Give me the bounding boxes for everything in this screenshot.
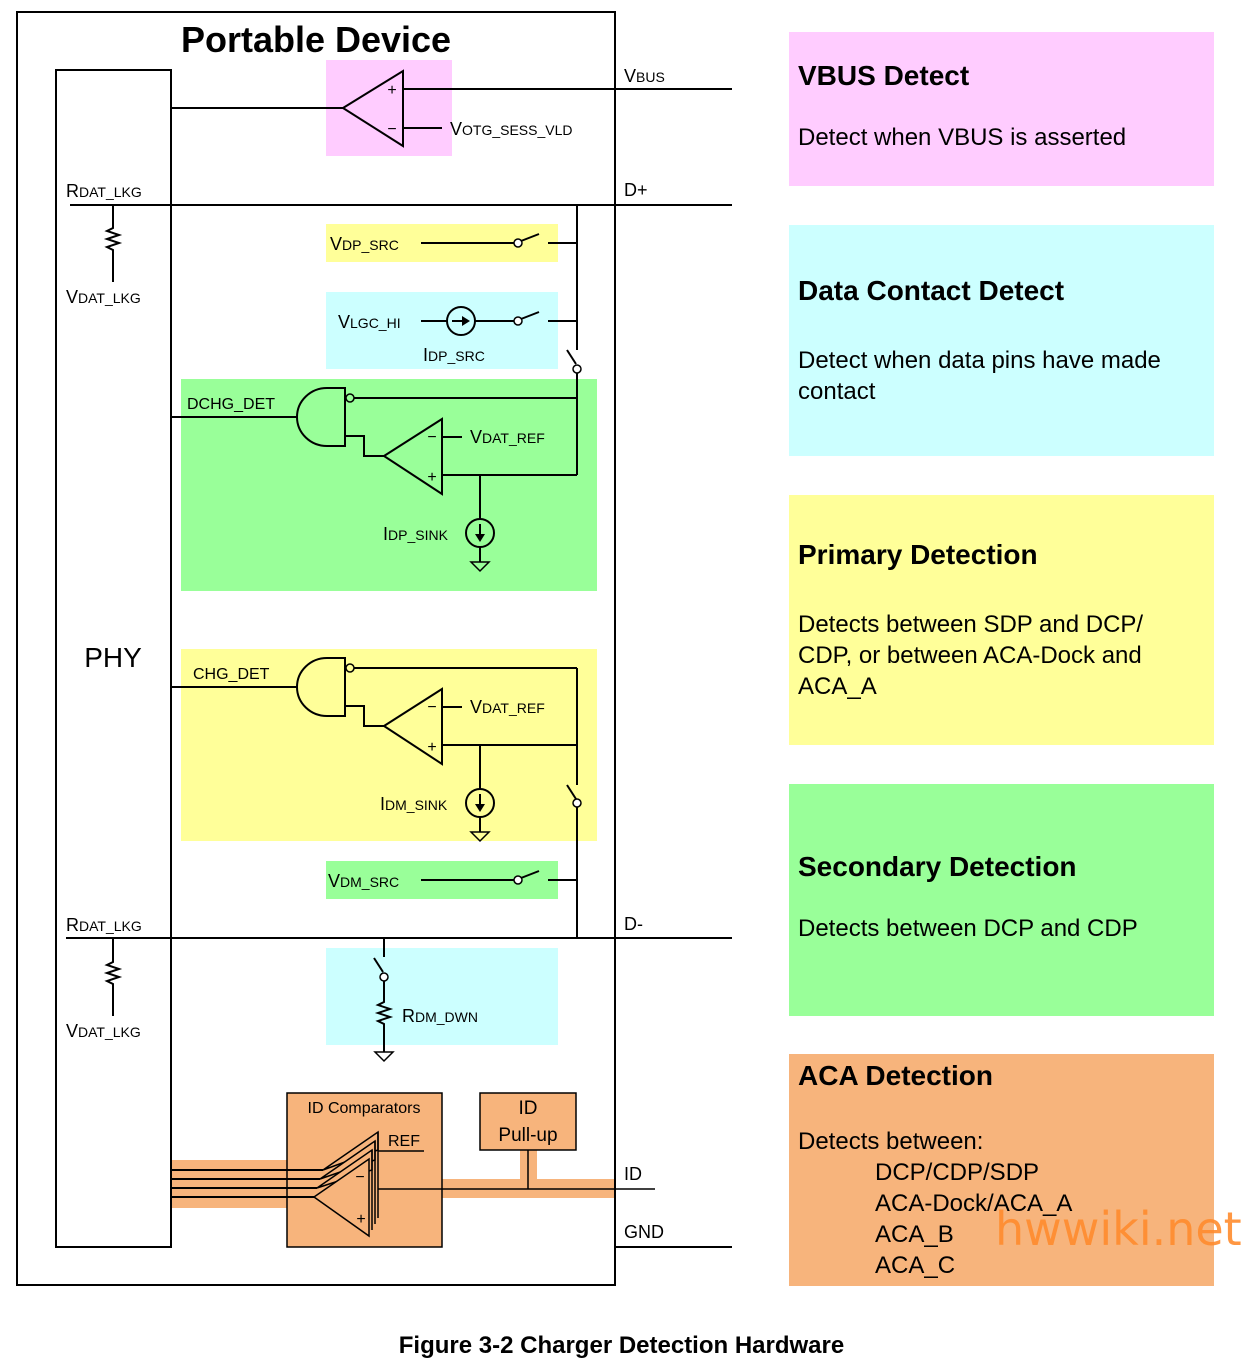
resistor-icon — [374, 981, 394, 1052]
switch-icon — [513, 238, 523, 248]
and-gate-icon — [296, 387, 346, 447]
panel-list-item: DCP/CDP/SDP — [875, 1159, 1040, 1186]
gnd-pin-label: GND — [624, 1222, 664, 1242]
dminus-pin-label: D- — [624, 914, 643, 934]
id-comparators-label: ID Comparators — [308, 1100, 421, 1117]
switch-icon — [513, 316, 523, 326]
panel-text: contact — [798, 378, 876, 405]
vlgc-hi-label: VLGC_HI — [338, 312, 401, 332]
switch-icon — [513, 875, 523, 885]
idp-sink-label: IDP_SINK — [383, 524, 449, 544]
rdat-lkg-bot-label: RDAT_LKG — [66, 915, 142, 935]
panel-text: CDP, or between ACA-Dock and — [798, 642, 1142, 669]
panel-secondary-detection: Secondary Detection Detects between DCP … — [789, 784, 1214, 1016]
vbus-pin-label: VBUS — [624, 66, 665, 86]
panel-list-item: ACA_C — [875, 1252, 956, 1279]
vdat-lkg-top-label: VDAT_LKG — [66, 287, 141, 307]
id-pin-label: ID — [624, 1164, 642, 1184]
portable-device-box — [16, 11, 616, 1286]
id-pullup-box — [479, 1092, 577, 1151]
switch-icon — [572, 798, 582, 808]
ground-icon — [469, 831, 491, 843]
primary-comparator — [382, 687, 443, 766]
minus-sign: − — [387, 121, 396, 138]
vdm-src-label: VDM_SRC — [328, 871, 399, 891]
panel-aca-detection: ACA Detection Detects between: DCP/CDP/S… — [789, 1054, 1214, 1286]
minus-sign: − — [427, 429, 436, 446]
chg-det-label: CHG_DET — [193, 666, 270, 683]
panel-list-item: ACA-Dock/ACA_A — [875, 1190, 1073, 1217]
panel-list-item: ACA_B — [875, 1221, 954, 1248]
plus-sign: + — [427, 469, 436, 486]
resistor-icon — [103, 938, 123, 1016]
switch-icon — [572, 364, 582, 374]
id-bus-band-left — [171, 1160, 287, 1208]
vbus-detect-region — [326, 60, 452, 156]
plus-sign: + — [427, 739, 436, 756]
dcd-comparator — [382, 417, 443, 496]
plus-sign: + — [387, 82, 396, 99]
panel-title: ACA Detection — [798, 1060, 993, 1091]
rdm-dwn-region — [326, 948, 558, 1045]
dplus-pin-label: D+ — [624, 180, 648, 200]
panel-text: Detects between DCP and CDP — [798, 915, 1138, 942]
panel-title: Secondary Detection — [798, 851, 1077, 882]
vbus-comparator — [341, 69, 404, 148]
minus-sign: − — [355, 1169, 364, 1186]
panel-title: Primary Detection — [798, 539, 1038, 570]
and-gate-icon — [296, 657, 346, 717]
vdat-lkg-bot-label: VDAT_LKG — [66, 1021, 141, 1041]
dchg-det-label: DCHG_DET — [187, 396, 275, 413]
panel-vbus-detect: VBUS Detect Detect when VBUS is asserted — [789, 32, 1214, 186]
device-title: Portable Device — [181, 19, 451, 60]
panel-text: ACA_A — [798, 673, 877, 700]
dcd-region — [326, 292, 558, 369]
idp-src-label: IDP_SRC — [423, 345, 485, 365]
panel-text: Detect when data pins have made — [798, 347, 1161, 374]
panel-text: Detects between SDP and DCP/ — [798, 611, 1144, 638]
rdat-lkg-top-label: RDAT_LKG — [66, 181, 142, 201]
idm-sink-label: IDM_SINK — [380, 794, 448, 814]
ground-icon — [373, 1051, 395, 1063]
figure-caption: Figure 3-2 Charger Detection Hardware — [398, 1332, 845, 1359]
ref-label: REF — [388, 1133, 420, 1150]
id-pullup-label-2: Pull-up — [498, 1125, 557, 1146]
panel-primary-detection: Primary Detection Detects between SDP an… — [789, 495, 1214, 745]
vdp-src-label: VDP_SRC — [330, 234, 399, 254]
panel-title: VBUS Detect — [798, 60, 970, 91]
rdm-dwn-label: RDM_DWN — [402, 1006, 478, 1026]
minus-sign: − — [427, 699, 436, 716]
panel-text: Detects between: — [798, 1128, 984, 1155]
resistor-icon — [103, 205, 123, 282]
id-pullup-label-1: ID — [519, 1098, 538, 1119]
secondary-detection-region — [181, 379, 597, 591]
watermark: hwwiki.net — [995, 1202, 1242, 1256]
phy-label: PHY — [84, 642, 142, 673]
panel-title: Data Contact Detect — [798, 275, 1065, 306]
vdat-ref-2-label: VDAT_REF — [470, 697, 545, 717]
plus-sign: + — [356, 1211, 365, 1228]
vdat-ref-1-label: VDAT_REF — [470, 427, 545, 447]
votg-sess-vld-label: VOTG_SESS_VLD — [450, 119, 573, 139]
panel-data-contact-detect: Data Contact Detect Detect when data pin… — [789, 225, 1214, 456]
phy-box — [55, 69, 172, 1248]
ground-icon — [469, 561, 491, 573]
switch-icon — [379, 972, 389, 982]
panel-text: Detect when VBUS is asserted — [798, 124, 1127, 151]
